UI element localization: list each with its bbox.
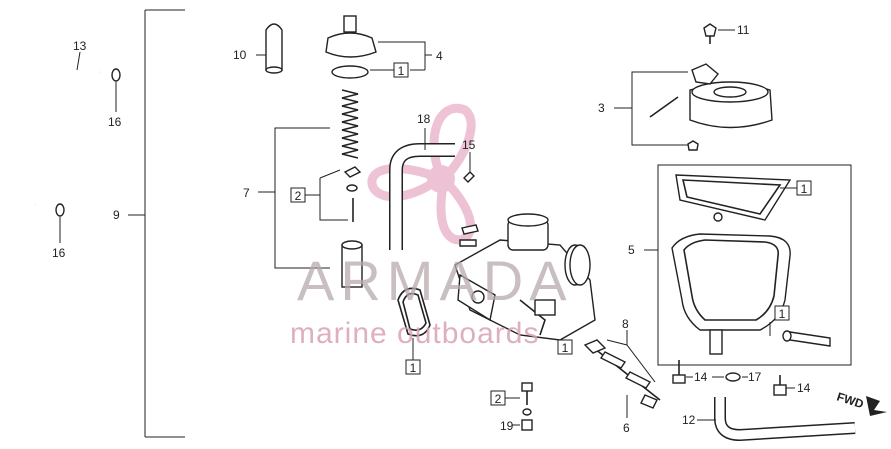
watermark-brand: ARMADA [297, 249, 573, 312]
callout-box-2-a: 2 [290, 187, 306, 203]
hose-clip-16-bottom [55, 203, 65, 243]
callout-4: 4 [436, 49, 443, 63]
hose-clip-16-top [111, 68, 121, 112]
callout-18: 18 [417, 112, 431, 126]
callout-box-1-c: 1 [557, 339, 573, 355]
callout-box-1-d: 1 [796, 180, 812, 196]
forward-arrow-icon [866, 396, 887, 416]
callout-14-a: 14 [694, 370, 708, 384]
callout-box-2-b: 2 [490, 390, 506, 406]
callout-13: 13 [73, 39, 87, 53]
callout-1-e: 1 [779, 307, 786, 321]
callout-box-1-b: 1 [405, 359, 421, 375]
drain-screw-14-left [672, 360, 693, 384]
callout-1-d: 1 [801, 182, 808, 196]
adjust-screw-set-8 [583, 330, 661, 418]
callout-box-1-a: 1 [393, 62, 409, 78]
carburetor-body [454, 213, 596, 341]
screw-11 [703, 23, 735, 44]
air-cleaner-cover-3 [614, 63, 773, 151]
callout-14-b: 14 [797, 381, 811, 395]
callout-1-a: 1 [398, 64, 405, 78]
clip-15 [463, 152, 475, 183]
callout-9: 9 [113, 208, 120, 222]
callout-19: 19 [500, 419, 514, 433]
watermark-propeller-logo [367, 103, 476, 245]
callout-2-b: 2 [495, 392, 502, 406]
main-jet-assembly [505, 382, 533, 431]
fuel-hose-13 [10, 51, 102, 207]
callout-box-1-e: 1 [774, 305, 790, 321]
callout-10: 10 [233, 48, 247, 62]
callout-12: 12 [682, 413, 696, 427]
throttle-spring-7 [258, 89, 363, 288]
bracket-9 [128, 9, 185, 438]
float-chamber-box-5 [644, 164, 852, 366]
callout-16-b: 16 [52, 246, 66, 260]
drain-screw-14-right [773, 375, 795, 396]
callout-17: 17 [748, 370, 762, 384]
washer-17 [712, 372, 748, 382]
callout-7: 7 [243, 186, 250, 200]
callout-1-c: 1 [562, 341, 569, 355]
callout-3: 3 [598, 101, 605, 115]
forward-label: FWD [835, 390, 866, 412]
callout-11: 11 [737, 23, 750, 37]
callout-1-b: 1 [410, 361, 417, 375]
cap-10 [256, 23, 283, 74]
callout-8: 8 [622, 317, 629, 331]
gasket-1-left [397, 287, 431, 360]
callout-2-a: 2 [295, 189, 302, 203]
callout-6: 6 [623, 421, 630, 435]
callout-5: 5 [628, 243, 635, 257]
watermark-tagline: marine outboards [290, 317, 539, 350]
top-cap-4 [325, 15, 432, 79]
callout-16-a: 16 [108, 115, 122, 129]
drain-tube-12 [697, 397, 856, 442]
vent-tube-18 [389, 128, 455, 250]
callout-15: 15 [462, 138, 476, 152]
